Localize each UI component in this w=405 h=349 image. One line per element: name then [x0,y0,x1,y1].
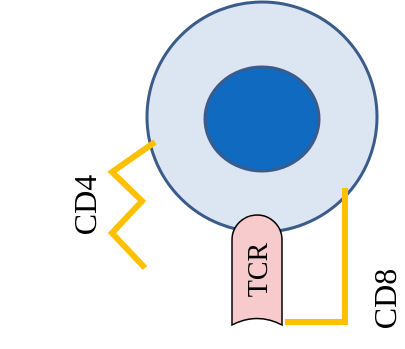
cd4-label: CD4 [67,175,103,235]
cell-nucleus [203,65,321,173]
cd4-receptor-icon [107,139,157,271]
tcr-label: TCR [243,242,274,297]
cd8-label: CD8 [367,269,403,329]
tcr-receptor-icon [231,214,283,327]
cd8-receptor-icon [285,188,348,325]
